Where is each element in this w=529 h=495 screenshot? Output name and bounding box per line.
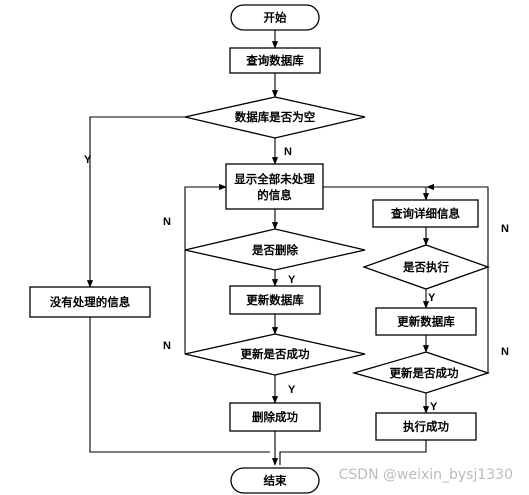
node-delete-decision-label: 是否删除 xyxy=(251,243,298,257)
node-end-label: 结束 xyxy=(263,474,287,488)
node-query-detail: 查询详细信息 xyxy=(372,199,479,228)
node-db-empty-decision-label: 数据库是否为空 xyxy=(235,110,316,124)
node-execute-decision-label: 是否执行 xyxy=(402,260,449,274)
node-start-label: 开始 xyxy=(264,11,287,25)
node-no-info: 没有处理的信息 xyxy=(29,286,151,318)
edge-execute-success-to-end xyxy=(279,440,427,465)
node-no-info-label: 没有处理的信息 xyxy=(50,295,131,309)
node-start: 开始 xyxy=(230,4,320,31)
node-execute-success: 执行成功 xyxy=(375,412,477,441)
edge-execute-no-loop xyxy=(432,186,489,267)
node-update-success-left: 更新是否成功 xyxy=(184,333,366,376)
label-success-right-yes: Y xyxy=(430,401,438,413)
node-show-all-line2: 的信息 xyxy=(257,188,292,202)
node-query-db: 查询数据库 xyxy=(229,47,321,74)
node-update-success-right: 更新是否成功 xyxy=(351,351,491,394)
node-delete-decision: 是否删除 xyxy=(184,228,366,271)
node-query-detail-label: 查询详细信息 xyxy=(390,207,460,221)
node-delete-success: 删除成功 xyxy=(229,402,321,432)
edge-no-info-to-end xyxy=(89,317,270,453)
node-update-db-left-label: 更新数据库 xyxy=(246,293,304,307)
node-db-empty-decision: 数据库是否为空 xyxy=(184,96,366,139)
label-success-right-no: N xyxy=(501,346,509,358)
node-show-all-unprocessed: 显示全部未处理 的信息 xyxy=(225,163,324,210)
label-empty-yes: Y xyxy=(84,154,92,166)
label-delete-no: N xyxy=(163,216,171,228)
node-update-success-left-label: 更新是否成功 xyxy=(241,347,310,361)
node-execute-success-label: 执行成功 xyxy=(403,420,449,434)
label-execute-yes: Y xyxy=(428,292,436,304)
watermark: CSDN @weixin_bysj1330 xyxy=(339,467,513,483)
label-execute-no: N xyxy=(501,223,509,235)
node-query-db-label: 查询数据库 xyxy=(245,54,304,68)
node-show-all-line1: 显示全部未处理 xyxy=(234,172,315,186)
node-update-db-right: 更新数据库 xyxy=(375,307,477,336)
node-update-db-right-label: 更新数据库 xyxy=(397,315,455,329)
node-delete-success-label: 删除成功 xyxy=(252,410,298,424)
node-update-success-right-label: 更新是否成功 xyxy=(390,366,459,380)
label-delete-yes: Y xyxy=(288,274,296,286)
node-end: 结束 xyxy=(230,467,320,494)
edge-empty-yes-to-no-info xyxy=(86,116,185,288)
node-execute-decision: 是否执行 xyxy=(362,244,490,290)
edge-delete-no-loop xyxy=(184,183,227,250)
edge-show-all-to-query-detail xyxy=(323,186,427,197)
node-update-db-left: 更新数据库 xyxy=(229,285,321,315)
label-success-left-yes: Y xyxy=(288,384,296,396)
branch-labels: N Y N Y N Y Y N N Y xyxy=(84,146,509,413)
edges xyxy=(86,30,489,466)
label-empty-no: N xyxy=(284,146,292,158)
label-success-left-no: N xyxy=(163,340,171,352)
